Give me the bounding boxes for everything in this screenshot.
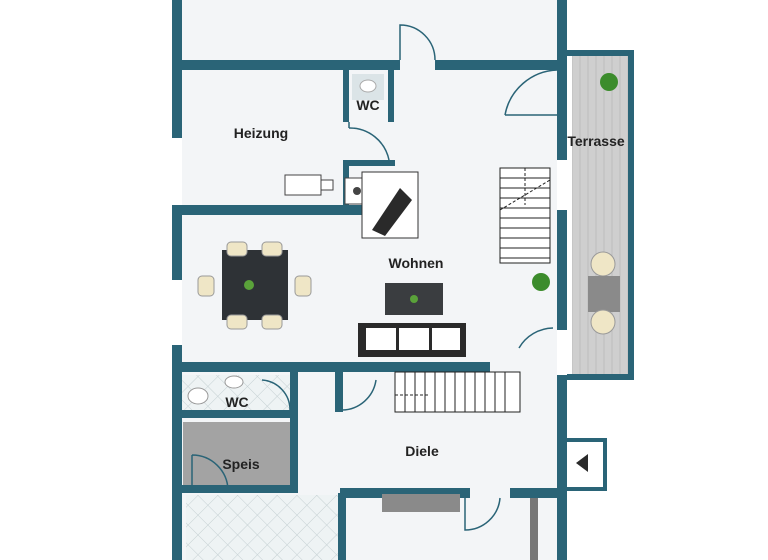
armchair-icon [588, 251, 620, 335]
wall-living-bottom [182, 362, 490, 372]
sofa-icon [358, 323, 466, 357]
speis-floor [183, 422, 293, 486]
wall-left-upper [172, 0, 182, 138]
fireplace-icon [361, 171, 419, 239]
coffee-table-icon [385, 283, 443, 315]
room-label-speis: Speis [222, 456, 260, 472]
door-arc-wc [261, 379, 291, 411]
entrance-arrow-icon [576, 454, 588, 472]
wall-wc-bottom-right [290, 372, 298, 412]
wall-right-lower [557, 375, 567, 560]
door-arc-heizung [348, 122, 390, 161]
room-label-wohnen: Wohnen [389, 255, 444, 271]
wall-wc-top-left [343, 70, 349, 122]
wall-heizung-bottom [182, 205, 362, 215]
terrace-right [628, 50, 634, 380]
wall-wc-bottom-floor [182, 410, 298, 418]
wall-hall-bottom-2 [510, 488, 560, 498]
window-left-2 [176, 280, 179, 345]
stairs-lower [394, 371, 521, 413]
door-arc-stair [341, 372, 377, 411]
wall-right-upper [557, 0, 567, 160]
walls [172, 0, 634, 560]
plant-icon [532, 73, 618, 291]
entrance-top [567, 438, 607, 442]
window-left-1 [176, 138, 179, 205]
door-arc-stair-right [518, 327, 554, 349]
room-label-wc-bottom: WC [225, 394, 248, 410]
wall-hall-bottom-1 [340, 488, 470, 498]
wall-wc-top-right [388, 70, 394, 122]
toilet-icon-bottom [187, 375, 244, 405]
wall-right-mid [557, 210, 567, 330]
wall-left-mid [172, 205, 182, 280]
wall-left-lower [172, 345, 182, 560]
wall-top-right [435, 60, 557, 70]
room-label-terrasse: Terrasse [567, 133, 625, 149]
door-arc-top [399, 24, 436, 61]
dining-table-icon [197, 241, 312, 330]
wall-speis-bottom [182, 485, 298, 493]
wall-speis-right [290, 418, 298, 486]
entrance-right [603, 438, 607, 490]
terrace-bottom [567, 374, 633, 380]
doors [191, 24, 558, 531]
wall-heizung-top [343, 160, 395, 166]
wall-top-left [182, 60, 400, 70]
stairs-upper [499, 167, 551, 264]
room-label-diele: Diele [405, 443, 439, 459]
wall-hall-bottom-left [338, 493, 346, 560]
wall-kitchen-unit [530, 498, 538, 560]
entrance-bottom [567, 487, 607, 491]
hall-tile-floor [186, 495, 338, 560]
counter [382, 494, 460, 512]
door-arc-hall [464, 497, 501, 531]
wall-stair-left [335, 372, 343, 412]
door-arc-speis [191, 454, 229, 491]
room-label-wc-top: WC [356, 97, 379, 113]
room-label-heizung: Heizung [234, 125, 288, 141]
toilet-icon-top [352, 74, 384, 100]
door-arc-living [504, 69, 558, 116]
terrace-top [567, 50, 633, 56]
